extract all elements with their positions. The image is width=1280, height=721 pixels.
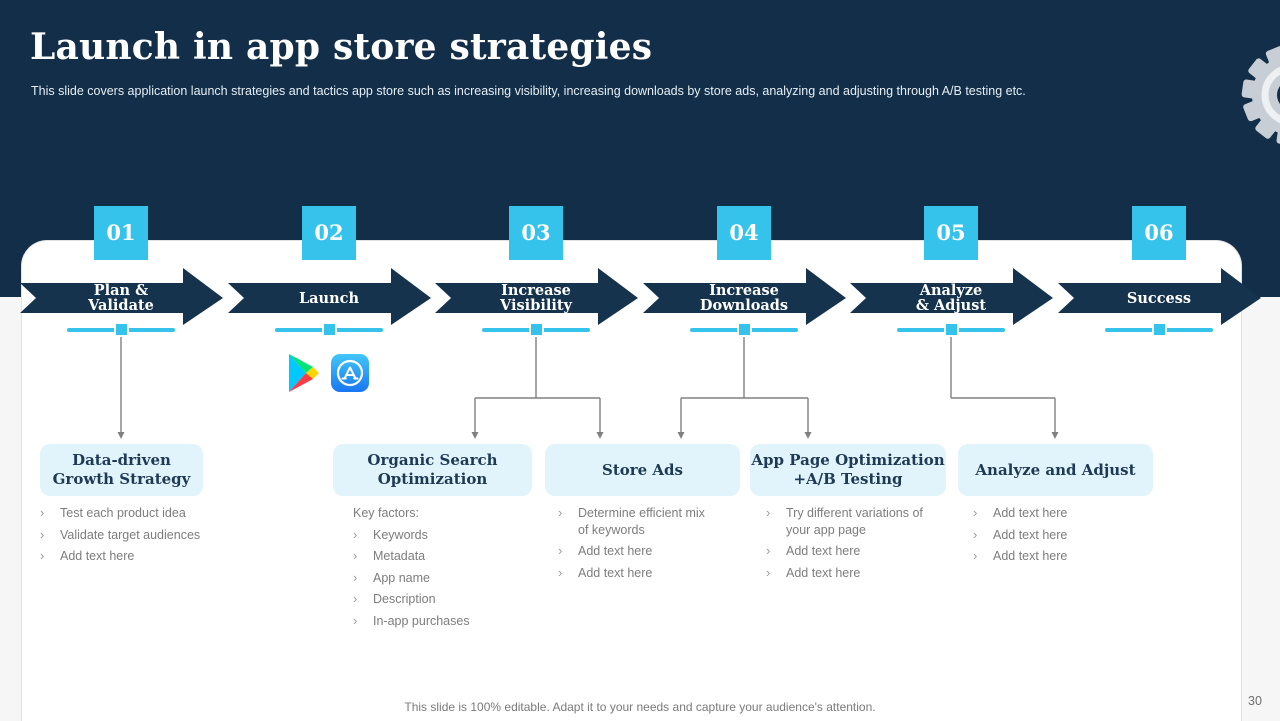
list-item: ›Add text here xyxy=(558,564,653,580)
chevron-bullet-icon: › xyxy=(40,526,45,542)
step-label-6: Success xyxy=(1126,289,1192,307)
chevron-bullet-icon: › xyxy=(558,505,563,520)
list-item: ›Add text here xyxy=(40,548,135,563)
chevron-bullet-icon: › xyxy=(353,526,358,542)
step-number-06[interactable]: 06 xyxy=(1132,206,1186,260)
chevron-bullet-icon: › xyxy=(973,548,978,563)
step-slider-handle[interactable] xyxy=(737,322,752,337)
page-title: Launch in app store strategies xyxy=(30,26,653,68)
list-item: ›Keywords xyxy=(353,526,428,542)
footer-note: This slide is 100% editable. Adapt it to… xyxy=(404,700,876,714)
bullet-list-4: ›Try different variations of your app pa… xyxy=(766,505,938,586)
app-store-icon[interactable] xyxy=(331,354,369,392)
list-item: ›Validate target audiences xyxy=(40,526,201,542)
branch-box-5[interactable]: Analyze and Adjust xyxy=(958,444,1153,496)
step-slider-handle[interactable] xyxy=(944,322,959,337)
bullet-list-2: Key factors:›Keywords›Metadata›App name›… xyxy=(353,505,528,634)
branch-box-4[interactable]: App Page Optimization+A/B Testing xyxy=(750,444,946,496)
step-label-5: Analyze& Adjust xyxy=(915,282,987,314)
step-number-04[interactable]: 04 xyxy=(717,206,771,260)
list-item: ›Add text here xyxy=(973,548,1068,563)
list-item: ›Add text here xyxy=(973,505,1068,520)
step-number-02[interactable]: 02 xyxy=(302,206,356,260)
chevron-bullet-icon: › xyxy=(353,612,358,628)
branch-box-3[interactable]: Store Ads xyxy=(545,444,740,496)
chevron-bullet-icon: › xyxy=(558,564,563,580)
chevron-bullet-icon: › xyxy=(353,591,358,606)
chevron-bullet-icon: › xyxy=(558,543,563,558)
list-item: ›Description xyxy=(353,591,436,606)
list-item: ›Add text here xyxy=(766,564,861,580)
list-item: ›Determine efficient mix of keywords xyxy=(558,505,705,537)
step-slider-handle[interactable] xyxy=(1152,322,1167,337)
step-label-1: Plan &Validate xyxy=(88,282,154,314)
chevron-bullet-icon: › xyxy=(766,564,771,580)
step-number-03[interactable]: 03 xyxy=(509,206,563,260)
list-item: ›Metadata xyxy=(353,548,426,563)
step-label-2: Launch xyxy=(298,289,360,307)
chevron-bullet-icon: › xyxy=(766,505,771,520)
list-item: ›Add text here xyxy=(766,543,861,558)
list-item: ›Try different variations of your app pa… xyxy=(766,505,923,537)
chevron-bullet-icon: › xyxy=(973,505,978,520)
bullet-list-3: ›Determine efficient mix of keywords ›Add… xyxy=(558,505,718,586)
chevron-bullet-icon: › xyxy=(353,569,358,585)
bullet-list-5: ›Add text here ›Add text here ›Add text he… xyxy=(973,505,1143,570)
bullet-list-1: ›Test each product idea ›Validate target … xyxy=(40,505,210,570)
chevron-bullet-icon: › xyxy=(766,543,771,558)
list-item: ›In-app purchases xyxy=(353,612,470,628)
list-item: ›Add text here xyxy=(973,526,1068,542)
list-item: ›App name xyxy=(353,569,430,585)
page-subtitle: This slide covers application launch str… xyxy=(31,84,1026,98)
list-item: ›Add text here xyxy=(558,543,653,558)
chevron-bullet-icon: › xyxy=(353,548,358,563)
gear-icon xyxy=(1241,46,1280,146)
step-slider-handle[interactable] xyxy=(322,322,337,337)
list-item: ›Test each product idea xyxy=(40,505,186,520)
chevron-bullet-icon: › xyxy=(40,505,45,520)
list-intro: Key factors: xyxy=(353,506,419,520)
chevron-bullet-icon: › xyxy=(973,526,978,542)
google-play-icon[interactable] xyxy=(286,353,322,393)
step-number-05[interactable]: 05 xyxy=(924,206,978,260)
page-number: 30 xyxy=(1248,694,1262,708)
step-slider-handle[interactable] xyxy=(114,322,129,337)
step-slider-handle[interactable] xyxy=(529,322,544,337)
chevron-bullet-icon: › xyxy=(40,548,45,563)
step-number-01[interactable]: 01 xyxy=(94,206,148,260)
